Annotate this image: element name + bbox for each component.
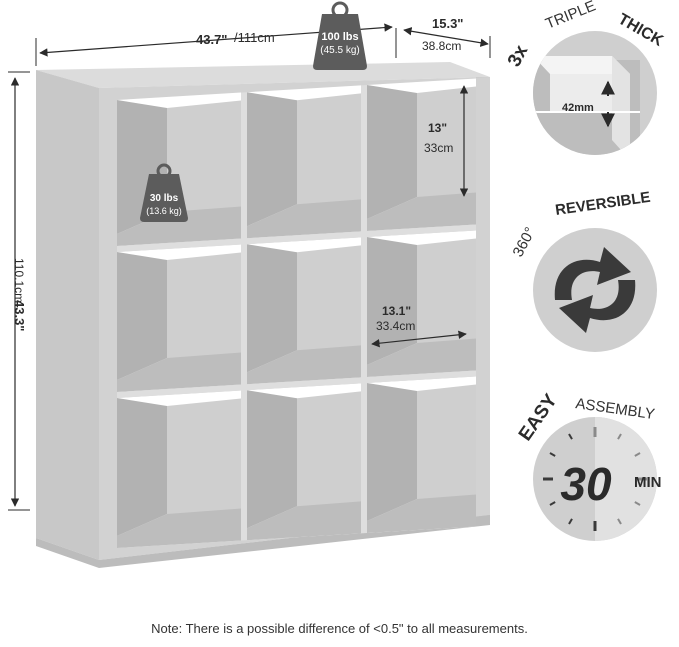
- assembly-number: 30: [560, 458, 612, 510]
- clock-tick: [634, 452, 641, 457]
- weight-shelf-kg: (13.6 kg): [146, 206, 182, 216]
- clock-ticks: [543, 427, 647, 531]
- cubby-leftwall-3: [367, 85, 417, 219]
- clock-tick: [568, 433, 573, 440]
- cubby-back-7: [167, 398, 241, 518]
- width-label-cm: /111cm: [234, 30, 275, 45]
- width-label-in: 43.7": [196, 32, 227, 47]
- measurement-note: Note: There is a possible difference of …: [151, 621, 528, 636]
- cubby-floor-6: [367, 338, 476, 377]
- cubby-leftwall-2: [247, 92, 297, 227]
- shelf-front-edge-1: [117, 224, 476, 252]
- dimension-cube-height: 13" 33cm: [424, 85, 469, 197]
- cube-height-label-cm: 33cm: [424, 141, 453, 155]
- cube-width-label-in: 13.1": [382, 304, 411, 318]
- feature-reversible: 360° REVERSIBLE: [510, 189, 657, 352]
- cubby-back-6: [417, 238, 476, 347]
- depth-label-cm: 38.8cm: [422, 39, 461, 53]
- cubby-leftwall-7: [117, 398, 167, 536]
- shelf-left-side: [36, 70, 99, 560]
- cubby-floor-8: [247, 501, 361, 541]
- dimension-height: 43.3" 110.1cm: [8, 71, 30, 511]
- cubby-back-8: [297, 391, 361, 511]
- cubby-floor-5: [247, 345, 361, 385]
- feature-easy-assembly: 30 MIN EASY ASSEMBLY: [515, 390, 662, 541]
- cube-height-label-in: 13": [428, 121, 447, 135]
- cubby-leftwall-9: [367, 383, 417, 521]
- clock-tick: [617, 518, 622, 525]
- divider-front-2: [361, 85, 367, 534]
- cubby-back-1: [167, 100, 241, 216]
- cubby-back-4: [167, 252, 241, 362]
- cubby-back-5: [297, 245, 361, 355]
- thick-measure: 42mm: [562, 102, 594, 114]
- dimension-depth: 15.3" 38.8cm: [403, 16, 491, 58]
- clock-tick: [617, 433, 622, 440]
- cubby-floor-4: [117, 352, 241, 392]
- cubby-floor-3: [367, 192, 476, 231]
- depth-label-in: 15.3": [432, 16, 463, 31]
- thick-prefix: 3x: [504, 41, 533, 70]
- shelf-front-edge-2: [117, 370, 476, 398]
- cubby-back-9: [417, 384, 476, 503]
- thick-word1: TRIPLE: [543, 0, 598, 33]
- dimension-cube-width: 13.1" 33.4cm: [371, 304, 467, 348]
- weight-top-lbs: 100 lbs: [321, 31, 358, 43]
- cubby-leftwall-4: [117, 252, 167, 380]
- feature-triple-thick: 42mm 3x TRIPLE THICK: [504, 0, 666, 155]
- cubby-floor-9: [367, 494, 476, 533]
- weight-top-kg: (45.5 kg): [320, 45, 359, 56]
- cubbies: [117, 78, 476, 548]
- cubby-floor-2: [247, 199, 361, 239]
- weight-shelf-lbs: 30 lbs: [150, 193, 179, 204]
- weight-badge-top: 100 lbs (45.5 kg): [313, 1, 367, 70]
- clock-tick: [549, 501, 556, 506]
- cubby-floor-7: [117, 508, 241, 548]
- cubby-leftwall-5: [247, 244, 297, 373]
- assembly-unit: MIN: [634, 474, 662, 491]
- cubby-leftwall-8: [247, 390, 297, 529]
- clock-tick: [568, 518, 573, 525]
- cube-width-label-cm: 33.4cm: [376, 319, 415, 333]
- dimension-width: 43.7" /111cm: [35, 23, 397, 66]
- reversible-word: REVERSIBLE: [554, 189, 651, 219]
- reversible-prefix: 360°: [510, 224, 540, 259]
- divider-front-1: [241, 92, 247, 541]
- cubby-floor-1: [117, 206, 241, 246]
- shelf-top-surface: [36, 62, 490, 88]
- weight-badge-shelf: 30 lbs (13.6 kg): [140, 163, 188, 222]
- cubby-leftwall-6: [367, 237, 417, 365]
- clock-tick: [549, 452, 556, 457]
- cubby-back-2: [297, 93, 361, 209]
- reverse-arrows-icon: [554, 247, 636, 333]
- height-label-in: 43.3": [12, 300, 27, 331]
- height-label-cm: 110.1cm: [12, 258, 26, 303]
- clock-tick: [634, 501, 641, 506]
